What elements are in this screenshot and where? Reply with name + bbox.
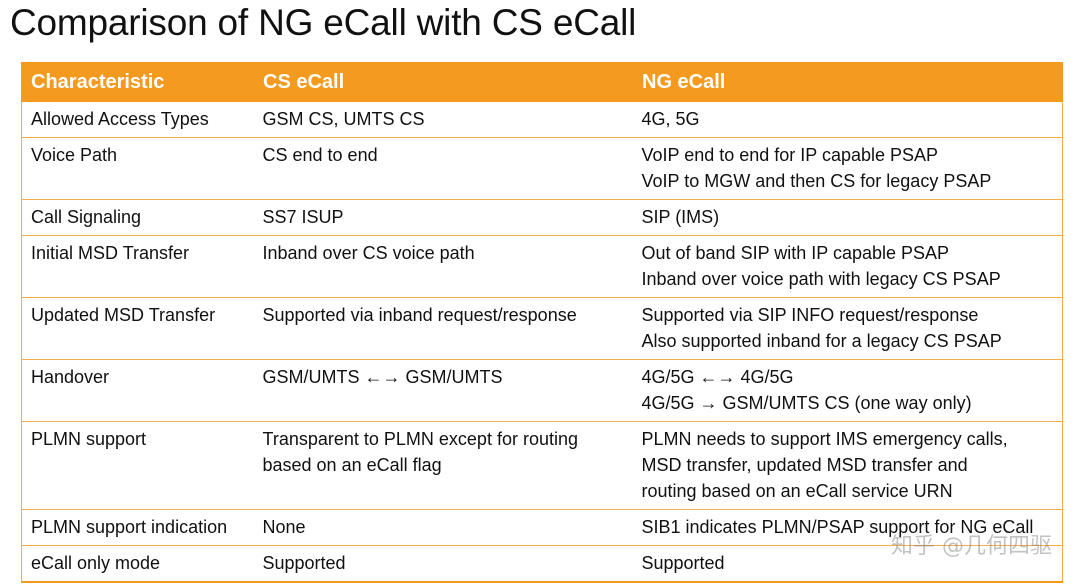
table-row: Voice Path CS end to end VoIP end to end f… [21, 137, 1063, 200]
cell-line: Transparent to PLMN except for routing [262, 429, 578, 449]
cell-characteristic: Allowed Access Types [21, 101, 254, 138]
cell-line: Supported [641, 553, 725, 573]
cell-ng-ecall: 4G/5G ←→ 4G/5G 4G/5G → GSM/UMTS CS (one w… [632, 359, 1063, 422]
cell-characteristic: Updated MSD Transfer [21, 297, 254, 360]
table-header-row: Characteristic CS eCall NG eCall [21, 62, 1063, 102]
cell-cs-ecall: Supported via inband request/response [253, 297, 633, 360]
watermark: 知乎 @几何四驱 [891, 534, 1052, 559]
cell-ng-ecall: SIP (IMS) [632, 199, 1063, 236]
cell-cs-ecall: Inband over CS voice path [253, 235, 633, 298]
column-header-cs-ecall: CS eCall [253, 62, 633, 102]
cell-ng-ecall: 4G, 5G [632, 101, 1063, 138]
cell-line: Inband over voice path with legacy CS PS… [641, 269, 1001, 289]
table-row: Initial MSD Transfer Inband over CS voice… [21, 235, 1063, 298]
cell-line: 4G/5G ←→ 4G/5G [641, 367, 794, 387]
table-row: PLMN support indication None SIB1 indicate… [21, 509, 1063, 546]
cell-line: GSM/UMTS ←→ GSM/UMTS [262, 367, 503, 387]
cell-line: SIB1 indicates PLMN/PSAP support for NG … [641, 517, 1034, 537]
cell-line: VoIP end to end for IP capable PSAP [641, 145, 939, 165]
table-row: Updated MSD Transfer Supported via inband… [21, 297, 1063, 360]
cell-line: SS7 ISUP [262, 207, 344, 227]
cell-line: Also supported inband for a legacy CS PS… [641, 331, 1002, 351]
page-title: Comparison of NG eCall with CS eCall [10, 2, 637, 43]
cell-line: Supported [262, 553, 346, 573]
cell-line: 4G/5G → GSM/UMTS CS (one way only) [641, 393, 972, 413]
cell-line: based on an eCall flag [262, 455, 442, 475]
column-header-characteristic: Characteristic [21, 62, 254, 102]
comparison-table: Characteristic CS eCall NG eCall Allowed… [21, 62, 1063, 583]
cell-line: GSM CS, UMTS CS [262, 109, 425, 129]
column-header-ng-ecall: NG eCall [632, 62, 1063, 102]
cell-characteristic: Handover [21, 359, 254, 422]
cell-line: None [262, 517, 306, 537]
cell-line: Out of band SIP with IP capable PSAP [641, 243, 950, 263]
cell-cs-ecall: GSM/UMTS ←→ GSM/UMTS [253, 359, 633, 422]
cell-characteristic: Voice Path [21, 137, 254, 200]
cell-cs-ecall: None [253, 509, 633, 546]
cell-cs-ecall: Transparent to PLMN except for routing ba… [253, 421, 633, 510]
cell-line: CS end to end [262, 145, 378, 165]
cell-ng-ecall: Out of band SIP with IP capable PSAP Inba… [632, 235, 1063, 298]
table-row: eCall only mode Supported Supported [21, 545, 1063, 583]
cell-cs-ecall: CS end to end [253, 137, 633, 200]
cell-line: SIP (IMS) [641, 207, 720, 227]
cell-line: Supported via SIP INFO request/response [641, 305, 979, 325]
cell-ng-ecall: SIB1 indicates PLMN/PSAP support for NG … [632, 509, 1063, 546]
table-row: Allowed Access Types GSM CS, UMTS CS 4G, 5… [21, 101, 1063, 138]
cell-ng-ecall: Supported [632, 545, 1063, 583]
table-body: Allowed Access Types GSM CS, UMTS CS 4G, 5… [21, 101, 1063, 583]
cell-line: PLMN needs to support IMS emergency call… [641, 429, 1008, 449]
cell-characteristic: Initial MSD Transfer [21, 235, 254, 298]
cell-line: routing based on an eCall service URN [641, 481, 953, 501]
cell-characteristic: Call Signaling [21, 199, 254, 236]
cell-characteristic: PLMN support indication [21, 509, 254, 546]
cell-characteristic: eCall only mode [21, 545, 254, 583]
cell-cs-ecall: SS7 ISUP [253, 199, 633, 236]
cell-line: VoIP to MGW and then CS for legacy PSAP [641, 171, 992, 191]
cell-line: Supported via inband request/response [262, 305, 577, 325]
cell-ng-ecall: PLMN needs to support IMS emergency call… [632, 421, 1063, 510]
cell-characteristic: PLMN support [21, 421, 254, 510]
cell-line: Inband over CS voice path [262, 243, 475, 263]
cell-line: MSD transfer, updated MSD transfer and [641, 455, 968, 475]
cell-cs-ecall: GSM CS, UMTS CS [253, 101, 633, 138]
cell-cs-ecall: Supported [253, 545, 633, 583]
table-row: Call Signaling SS7 ISUP SIP (IMS) [21, 199, 1063, 236]
cell-ng-ecall: VoIP end to end for IP capable PSAP VoIP … [632, 137, 1063, 200]
cell-line: 4G, 5G [641, 109, 700, 129]
table-row: Handover GSM/UMTS ←→ GSM/UMTS 4G/5G ←→ 4G/… [21, 359, 1063, 422]
